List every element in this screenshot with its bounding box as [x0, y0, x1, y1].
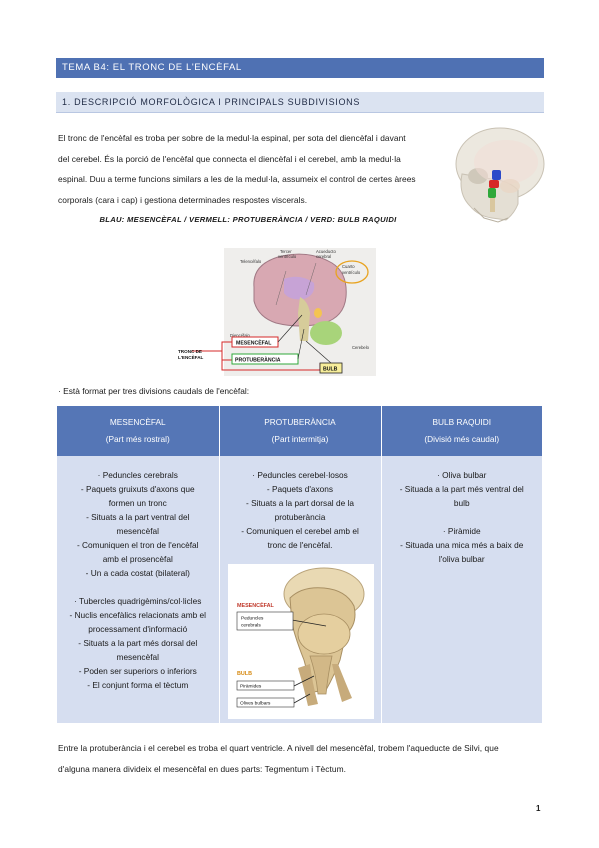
- table-cell-item: bulb: [453, 498, 470, 508]
- label-peduncles: Peduncles: [241, 616, 264, 622]
- intro-line: espinal. Duu a terme funcions similars a…: [58, 174, 416, 184]
- label-piramides: Piràmides: [240, 684, 262, 690]
- label-cuarto-ventriculo-2: ventrículo: [342, 270, 361, 275]
- table-cell-item: · Tubercles quadrigèmins/col·licles: [74, 596, 202, 606]
- table-cell-item: - Situada a la part més ventral del: [399, 484, 524, 494]
- label-peduncles-2: cerebrals: [241, 623, 261, 629]
- label-acueducto: Acueducto: [316, 249, 336, 254]
- label-tronc-2: L'ENCÈFAL: [178, 353, 204, 360]
- mesencefal-item-list: · Peduncles cerebrals - Paquets gruixuts …: [58, 468, 218, 692]
- label-mesencefal: MESENCÈFAL: [236, 339, 272, 347]
- table-cell-item: mesencèfal: [116, 652, 159, 662]
- divisions-intro: · Està format per tres divisions caudals…: [58, 386, 250, 396]
- section-heading-bar: 1. DESCRIPCIÓ MORFOLÒGICA I PRINCIPALS S…: [56, 92, 544, 113]
- table-cell-item: - Situats a la part ventral del: [86, 512, 190, 522]
- column-header-bulb-raquidi: BULB RAQUIDI (Divisió més caudal): [381, 406, 542, 456]
- table-cell-item: - Comuniquen el tron de l'encèfal: [76, 540, 199, 550]
- color-legend: BLAU: MESENCÈFAL / VERMELL: PROTUBERÀNCI…: [99, 215, 397, 224]
- intro-paragraph: El tronc de l'encèfal es troba per sobre…: [58, 128, 438, 210]
- table-cell-item: formen un tronc: [108, 498, 167, 508]
- brainstem-ventral-image: MESENCÈFAL Peduncles cerebrals BULB Pirà…: [228, 564, 374, 719]
- label-olives-bulbars: Olives bulbars: [240, 701, 271, 707]
- page-number: 1: [536, 804, 541, 813]
- table-cell-item: · Peduncles cerebel·losos: [252, 470, 348, 480]
- table-cell-item: - Paquets d'axons: [266, 484, 334, 494]
- table-cell-item: - Poden ser superiors o inferiors: [78, 666, 197, 676]
- label-bulb-stem: BULB: [237, 671, 252, 677]
- label-tercer-ventriculo: Tercer: [280, 249, 292, 254]
- label-tronc: TRONC DE: [178, 349, 202, 354]
- label-bulb: BULB: [323, 367, 338, 373]
- table-cell-item: amb el prosencèfal: [102, 554, 173, 564]
- table-cell-item: - El conjunt forma el tèctum: [87, 680, 189, 690]
- table-cell-item: [391, 510, 534, 524]
- bulb-item-list: · Oliva bulbar - Situada a la part més ve…: [383, 468, 542, 566]
- table-cell-item: - Situats a la part més dorsal del: [78, 638, 198, 648]
- table-cell-item: - Un a cada costat (bilateral): [85, 568, 190, 578]
- table-cell-item: - Paquets gruixuts d'axons que: [80, 484, 195, 494]
- label-cuarto-ventriculo: Cuarto: [342, 264, 355, 269]
- label-diencefalo: Diencéfalo: [230, 333, 250, 338]
- outro-line: Entre la protuberància i el cerebel es t…: [58, 743, 499, 753]
- table-cell-item: l'oliva bulbar: [438, 554, 485, 564]
- topic-title-bar: TEMA B4: EL TRONC DE L'ENCÈFAL: [56, 58, 544, 78]
- label-telencefalo: Telencéfalo: [240, 259, 262, 264]
- table-cell-item: · Piràmide: [442, 526, 481, 536]
- table-cell-item: [66, 580, 210, 594]
- table-header-row: MESENCÈFAL (Part més rostral) PROTUBERÀN…: [57, 406, 542, 456]
- closing-paragraph: Entre la protuberància i el cerebel es t…: [58, 738, 544, 780]
- intro-line: corporals (cara i cap) i gestiona determ…: [58, 194, 308, 205]
- column-body-bulb-raquidi: · Oliva bulbar - Situada a la part més ve…: [381, 456, 542, 723]
- intro-line: El tronc de l'encèfal es troba per sobre…: [58, 133, 406, 143]
- label-protuberancia: PROTUBERÀNCIA: [235, 357, 281, 364]
- table-cell-item: tronc de l'encèfal.: [267, 540, 333, 550]
- brain-sagittal-diagram: Telencéfalo Tercer ventrículo Acueducto …: [176, 243, 388, 378]
- topic-title: TEMA B4: EL TRONC DE L'ENCÈFAL: [62, 62, 242, 73]
- label-mesencefal-stem: MESENCÈFAL: [237, 601, 275, 609]
- table-cell-item: protuberància: [274, 512, 326, 522]
- table-cell-item: processament d'informació: [88, 624, 188, 634]
- table-cell-item: - Nuclis encefàlics relacionats amb el: [69, 610, 207, 620]
- table-cell-item: - Comuniquen el cerebel amb el: [241, 526, 359, 536]
- table-cell-item: mesencèfal: [116, 526, 159, 536]
- table-cell-item: · Oliva bulbar: [437, 470, 487, 480]
- label-acueducto-2: cerebral: [316, 254, 331, 259]
- column-body-mesencefal: · Peduncles cerebrals - Paquets gruixuts …: [57, 456, 220, 723]
- label-cerebelo: Cerebelo: [352, 345, 370, 350]
- label-tercer-ventriculo-2: ventrículo: [278, 254, 297, 259]
- intro-line: del cerebel. És la porció de l'encèfal q…: [58, 153, 401, 164]
- table-cell-item: · Peduncles cerebrals: [97, 470, 178, 480]
- column-header-mesencefal: MESENCÈFAL (Part més rostral): [57, 406, 220, 456]
- outro-line: d'alguna manera divideix el mesencèfal e…: [58, 764, 346, 774]
- skull-brainstem-image: [455, 127, 545, 223]
- table-cell-item: - Situats a la part dorsal de la: [246, 498, 354, 508]
- protuberancia-item-list: · Peduncles cerebel·losos - Paquets d'axo…: [221, 468, 380, 552]
- section-heading: 1. DESCRIPCIÓ MORFOLÒGICA I PRINCIPALS S…: [62, 97, 361, 107]
- table-cell-item: - Situada una mica més a baix de: [400, 540, 524, 550]
- column-header-protuberancia: PROTUBERÀNCIA (Part intermitja): [219, 406, 382, 456]
